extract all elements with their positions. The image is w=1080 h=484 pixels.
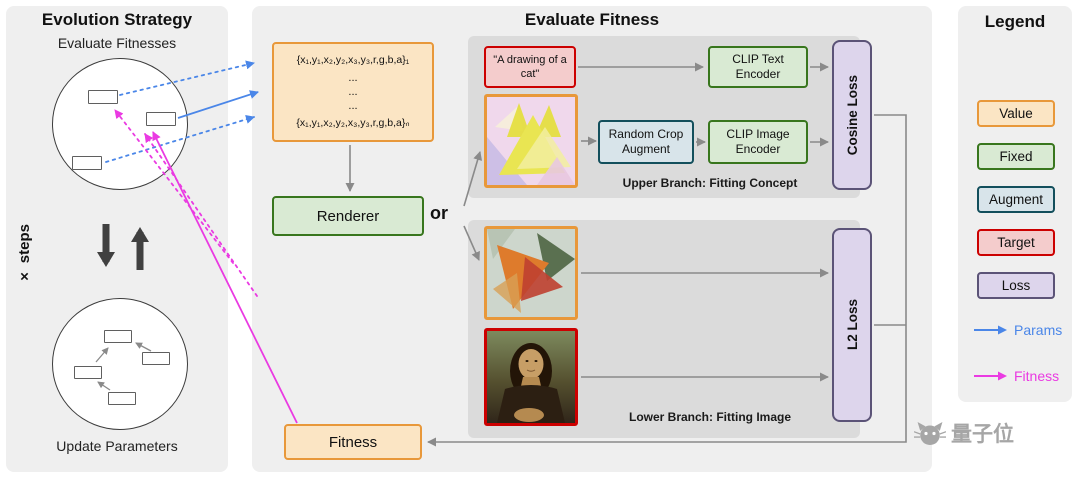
legend-item-target: Target bbox=[977, 229, 1055, 256]
qbitai-watermark: 量子位 bbox=[914, 418, 1014, 448]
upper-branch-caption: Upper Branch: Fitting Concept bbox=[622, 176, 798, 190]
legend-title: Legend bbox=[984, 12, 1046, 31]
parameters-box: {x₁,y₁,x₂,y₂,x₃,y₃,r,g,b,a}₁ ... ... ...… bbox=[272, 42, 434, 142]
legend-label-value: Value bbox=[999, 106, 1033, 121]
mona-lisa-graphic bbox=[487, 331, 575, 423]
fitness-box: Fitness bbox=[284, 424, 422, 460]
update-parameters-caption: Update Parameters bbox=[56, 438, 178, 454]
legend-label-augment: Augment bbox=[988, 192, 1044, 207]
mona-lisa-target-image bbox=[484, 328, 578, 426]
lower-branch-caption: Lower Branch: Fitting Image bbox=[628, 410, 791, 424]
qbitai-cat-logo-icon bbox=[914, 421, 946, 445]
legend-label-loss: Loss bbox=[1001, 278, 1031, 293]
legend-item-fixed: Fixed bbox=[977, 143, 1055, 170]
clip-text-encoder-box: CLIP Text Encoder bbox=[708, 46, 808, 88]
random-crop-augment-box: Random Crop Augment bbox=[598, 120, 694, 164]
candidate-rect bbox=[108, 392, 136, 405]
legend-label-fitness: Fitness bbox=[1014, 368, 1060, 384]
candidate-rect bbox=[74, 366, 102, 379]
rendered-cat-image bbox=[484, 94, 578, 188]
l2-loss-box: L2 Loss bbox=[832, 228, 872, 422]
legend-fitness-arrow: Fitness bbox=[974, 366, 1070, 386]
candidate-rect bbox=[104, 330, 132, 343]
params-dots: ... bbox=[348, 85, 358, 98]
cosine-loss-box: Cosine Loss bbox=[832, 40, 872, 190]
legend-params-arrow: Params bbox=[974, 320, 1070, 340]
params-dots: ... bbox=[348, 71, 358, 84]
renderer-box: Renderer bbox=[272, 196, 424, 236]
params-line-1: {x₁,y₁,x₂,y₂,x₃,y₃,r,g,b,a}₁ bbox=[296, 54, 410, 67]
center-panel-title: Evaluate Fitness bbox=[524, 10, 660, 29]
fitness-arrow-icon bbox=[974, 371, 1007, 381]
legend-item-augment: Augment bbox=[977, 186, 1055, 213]
params-line-n: {x₁,y₁,x₂,y₂,x₃,y₃,r,g,b,a}ₙ bbox=[296, 116, 410, 129]
text-prompt-box: "A drawing of a cat" bbox=[484, 46, 576, 88]
legend-item-value: Value bbox=[977, 100, 1055, 127]
candidate-rect bbox=[146, 112, 176, 126]
legend-label-params: Params bbox=[1014, 322, 1063, 338]
watermark-text: 量子位 bbox=[951, 423, 1014, 446]
steps-label: × steps bbox=[15, 223, 33, 285]
abstract-triangle-render-graphic bbox=[487, 229, 575, 317]
params-dots: ... bbox=[348, 100, 358, 113]
abstract-cat-render-graphic bbox=[487, 97, 575, 185]
or-label: or bbox=[430, 203, 448, 223]
rendered-triangles-image bbox=[484, 226, 578, 320]
legend-label-fixed: Fixed bbox=[999, 149, 1033, 164]
clip-image-encoder-box: CLIP Image Encoder bbox=[708, 120, 808, 164]
legend-item-loss: Loss bbox=[977, 272, 1055, 299]
candidate-rect bbox=[88, 90, 118, 104]
left-panel-title: Evolution Strategy bbox=[41, 10, 193, 29]
legend-label-target: Target bbox=[997, 235, 1035, 250]
candidate-rect bbox=[142, 352, 170, 365]
params-arrow-icon bbox=[974, 325, 1007, 335]
candidate-rect bbox=[72, 156, 102, 170]
evaluate-fitnesses-caption: Evaluate Fitnesses bbox=[57, 35, 177, 51]
